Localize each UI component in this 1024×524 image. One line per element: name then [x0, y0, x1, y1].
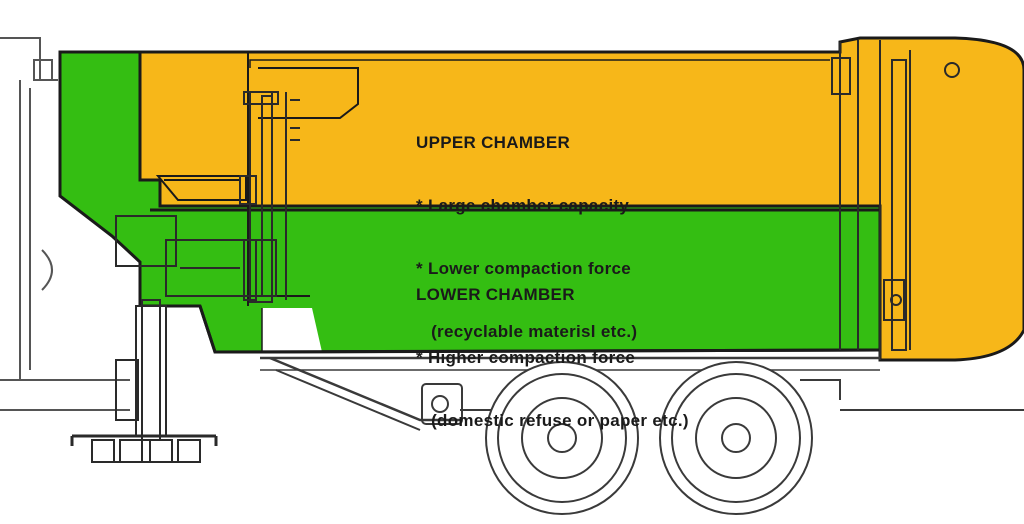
rear-door-hinge — [831, 40, 960, 360]
rear-wheel-1 — [485, 361, 639, 515]
front-loader-arm — [70, 215, 218, 463]
lower-chamber-bullet: (domestic refuse or paper etc.) — [416, 411, 689, 430]
lower-chamber-title: LOWER CHAMBER — [416, 285, 575, 304]
floor-pocket — [262, 308, 322, 352]
truck-cab-outline — [0, 37, 130, 411]
upper-chamber-bullet: * Lower compaction force — [416, 259, 632, 278]
rear-wheel-2 — [659, 361, 813, 515]
chassis — [260, 356, 1024, 431]
upper-chamber-bullet: (recyclable materisl etc.) — [416, 322, 638, 341]
hopper-chute — [155, 175, 247, 201]
lower-chamber-label: LOWER CHAMBER * Higher compaction force … — [416, 242, 689, 452]
upper-chamber-title: UPPER CHAMBER — [416, 133, 571, 152]
lift-mechanism — [165, 91, 300, 303]
lower-chamber-bullet: * Higher compaction force — [416, 348, 636, 367]
upper-chamber-bullet: * Large chamber capacity — [416, 196, 630, 215]
upper-chamber-label: UPPER CHAMBER * Large chamber capacity *… — [416, 90, 637, 363]
